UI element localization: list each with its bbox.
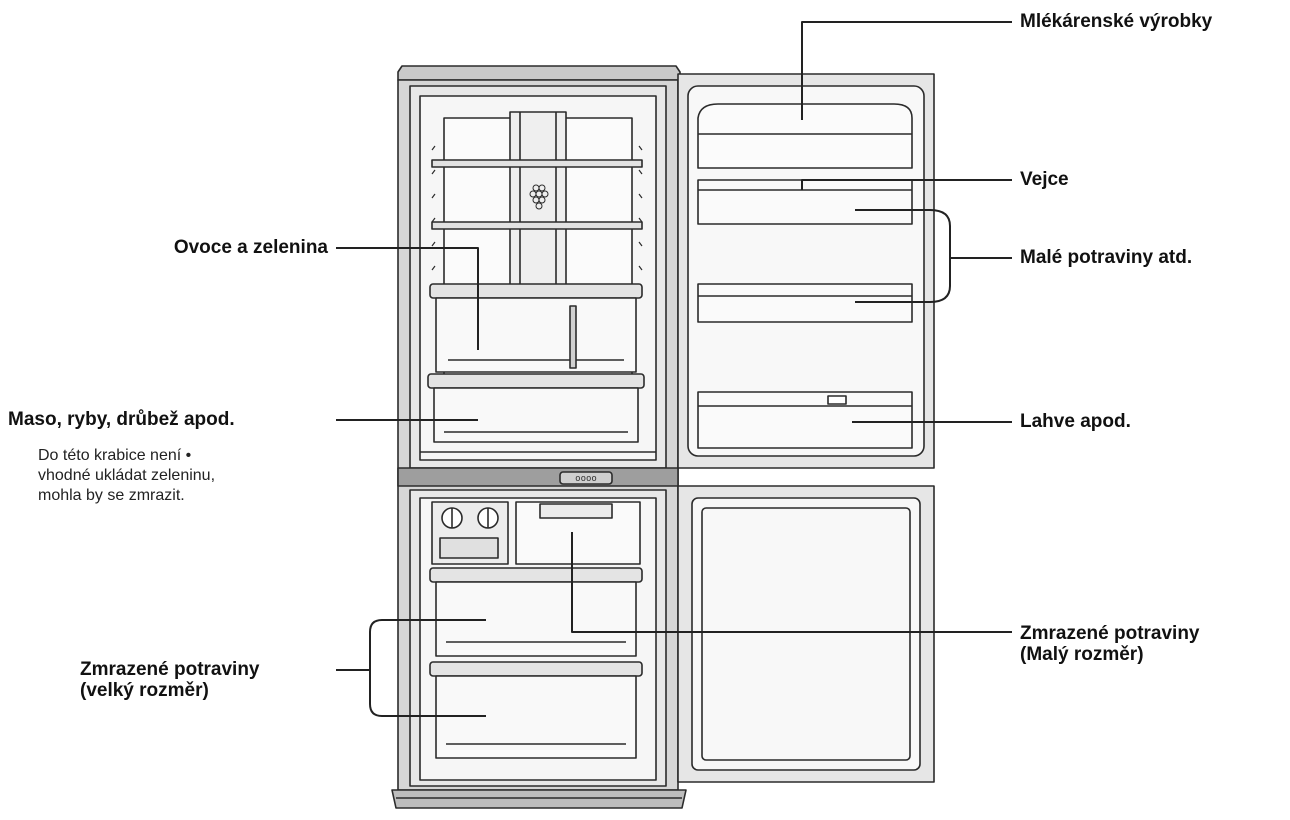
leader-lines [336, 21, 1012, 717]
label-fruit-veg: Ovoce a zelenina [173, 237, 328, 258]
fridge-body: oooo [391, 65, 687, 809]
label-frozen-large: Zmrazené potraviny [80, 659, 260, 680]
meat-note-line: vhodné ukládat zeleninu, [38, 467, 216, 484]
label-frozen-large-size: (velký rozměr) [80, 680, 209, 701]
fridge-door [677, 73, 935, 469]
label-eggs: Vejce [1020, 169, 1069, 190]
label-meat: Maso, ryby, drůbež apod. [8, 409, 235, 430]
freezer-door [677, 485, 935, 783]
meat-note-line: mohla by se zmrazit. [38, 487, 185, 504]
control-panel-label: oooo [575, 474, 597, 484]
label-small-foods: Malé potraviny atd. [1020, 247, 1193, 268]
label-dairy: Mlékárenské výrobky [1020, 11, 1213, 32]
label-frozen-small: Zmrazené potraviny [1020, 623, 1200, 644]
label-frozen-small-size: (Malý rozměr) [1020, 644, 1144, 665]
label-bottles: Lahve apod. [1020, 411, 1131, 432]
meat-note-line: Do této krabice není • [38, 447, 192, 464]
grapes-icon [529, 184, 549, 210]
